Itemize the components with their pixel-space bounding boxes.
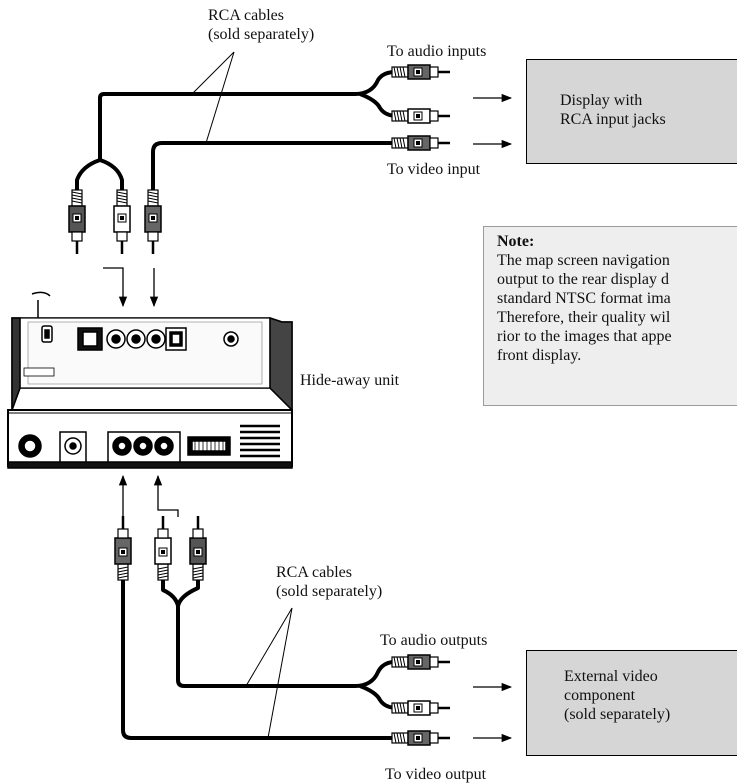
top-cables-label: RCA cables (sold separately) [208, 7, 315, 43]
bottom-audio-label: To audio outputs [380, 632, 488, 649]
top-audio-plug-2 [390, 107, 452, 125]
unit-label: Hide-away unit [300, 372, 400, 389]
top-cable-leaders [191, 51, 235, 144]
unit-input-arrows [103, 267, 159, 308]
hide-away-unit [7, 291, 293, 469]
bottom-cables-label: RCA cables (sold separately) [276, 564, 383, 600]
bottom-plug-dark [188, 514, 208, 582]
top-arrows [473, 93, 513, 149]
note-title: Note: [497, 233, 535, 250]
component-box: External video component (sold separatel… [526, 650, 737, 756]
top-left-plug-video [143, 188, 163, 256]
display-box: Display with RCA input jacks [526, 59, 737, 164]
top-audio-plug-1 [390, 63, 452, 81]
component-box-text: External video component (sold separatel… [564, 668, 671, 723]
bottom-up-arrows [118, 474, 179, 517]
bottom-audio-plug-1 [390, 653, 452, 671]
bottom-video-label: To video output [385, 766, 487, 783]
bottom-video-plug [390, 729, 452, 747]
top-audio-label: To audio inputs [387, 43, 487, 60]
top-left-plug-white [112, 188, 132, 256]
display-box-text: Display with RCA input jacks [560, 92, 666, 128]
top-left-plug-dark [67, 188, 87, 256]
bottom-plug-white [153, 514, 173, 582]
bottom-plug-video [113, 514, 133, 582]
note-box: Note: The map screen navigation output t… [483, 226, 737, 406]
top-cables [75, 70, 399, 190]
bottom-cable-leaders [245, 607, 293, 739]
bottom-arrows [473, 682, 513, 743]
top-video-label: To video input [387, 161, 481, 178]
bottom-cables [121, 580, 399, 740]
top-video-plug [390, 134, 452, 152]
note-body: The map screen navigation output to the … [497, 252, 672, 364]
bottom-audio-plug-2 [390, 699, 452, 717]
